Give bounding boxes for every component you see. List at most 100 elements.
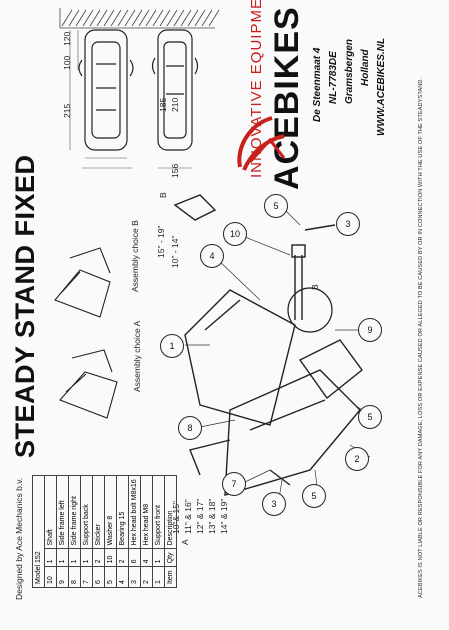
- address-street: De Steenmaat 4: [312, 47, 323, 122]
- hatch-stroke: [152, 9, 164, 27]
- table-header-cell: Qty: [164, 548, 177, 567]
- table-cell: 10: [104, 548, 117, 567]
- hatch-stroke: [187, 9, 199, 27]
- table-cell: Bearing 15: [116, 475, 129, 549]
- dim-215: 215: [62, 103, 72, 118]
- callout-3-bottom: 3: [262, 492, 286, 516]
- dim-120: 120: [62, 31, 72, 46]
- wheel-size-3: 12" & 17": [195, 498, 205, 534]
- top-view-narrow: [151, 29, 199, 151]
- callout-5-top: 5: [264, 194, 288, 218]
- hatch-stroke: [103, 9, 115, 27]
- table-cell: 3: [128, 566, 141, 588]
- size-15-19: 15" - 19": [156, 225, 166, 259]
- hatch-stroke: [75, 9, 87, 27]
- table-cell: 4: [116, 566, 129, 588]
- hatch-stroke: [180, 9, 192, 27]
- table-cell: 1: [80, 548, 93, 567]
- table-cell: Washer 8: [104, 475, 117, 549]
- wall-hatch: [59, 8, 220, 29]
- callout-10: 10: [223, 222, 247, 246]
- assembly-choice-a: Assembly choice A: [132, 320, 142, 392]
- table-cell: 2: [92, 548, 105, 567]
- hatch-stroke: [194, 9, 206, 27]
- dim-100: 100: [62, 55, 72, 70]
- table-cell: 1: [68, 548, 81, 567]
- hatch-stroke: [110, 9, 122, 27]
- hatch-stroke: [82, 9, 94, 27]
- dim-185: 185: [158, 97, 168, 112]
- table-header-cell: Item: [164, 566, 177, 588]
- table-cell: Shaft: [44, 475, 57, 549]
- table-cell: 8: [68, 566, 81, 588]
- address-website: WWW.ACEBIKES.NL: [376, 37, 387, 136]
- hatch-stroke: [159, 9, 171, 27]
- table-cell: 9: [56, 566, 69, 588]
- hatch-stroke: [61, 9, 73, 27]
- callout-5-right: 5: [358, 405, 382, 429]
- table-cell: 4: [140, 548, 153, 567]
- hatch-stroke: [131, 9, 143, 27]
- table-cell: 5: [104, 566, 117, 588]
- wheel-size-2: 11" & 16": [183, 499, 193, 534]
- label-b-detail: B: [158, 192, 168, 198]
- hatch-stroke: [138, 9, 150, 27]
- callout-3-top: 3: [336, 212, 360, 236]
- wheel-size-5: 14" & 19": [219, 498, 229, 534]
- table-cell: 1: [44, 548, 57, 567]
- table-model-row: Model 152: [32, 475, 45, 588]
- table-cell: Hex head M8: [140, 475, 153, 549]
- dimension-lines: [69, 30, 192, 169]
- table-header-cell: Description: [164, 475, 177, 549]
- callout-2: 2: [345, 447, 369, 471]
- hatch-stroke: [124, 9, 136, 27]
- top-view-wide: [78, 29, 134, 151]
- liability-disclaimer: ACEBIKES IS NOT LIABLE OR RESPONSIBLE FO…: [418, 77, 424, 598]
- hatch-stroke: [117, 9, 129, 27]
- callout-9: 9: [358, 318, 382, 342]
- address-city: Gramsbergen: [344, 38, 355, 104]
- designer-credit: Designed by Ace Mechanics b.v.: [14, 477, 24, 600]
- address-country: Holland: [360, 49, 371, 86]
- table-cell: 1: [152, 566, 165, 588]
- table-cell: Support back: [80, 475, 93, 549]
- callout-7: 7: [222, 472, 246, 496]
- hatch-stroke: [208, 9, 220, 27]
- table-cell: 10: [44, 566, 57, 588]
- assembly-sketches: [54, 247, 118, 419]
- table-cell: Support front: [152, 475, 165, 549]
- hatch-stroke: [166, 9, 178, 27]
- hatch-stroke: [173, 9, 185, 27]
- model-number: Model 152: [32, 475, 45, 588]
- callout-1: 1: [160, 334, 184, 358]
- dim-156: 156: [170, 163, 180, 178]
- table-cell: 2: [116, 548, 129, 567]
- table-cell: 1: [56, 548, 69, 567]
- table-cell: 7: [80, 566, 93, 588]
- hatch-stroke: [89, 9, 101, 27]
- document-title: STEADY STAND FIXED: [10, 154, 40, 458]
- wheel-size-list: 10"& 15" 11" & 16" 12" & 17" 13" & 18" 1…: [170, 499, 230, 534]
- table-cell: 2: [140, 566, 153, 588]
- table-cell: Side frame right: [68, 475, 81, 549]
- callout-8: 8: [178, 416, 202, 440]
- address-postcode: NL-7783DE: [328, 51, 339, 104]
- table-cell: Hex head bolt M8x16: [128, 475, 141, 549]
- hatch-stroke: [96, 9, 108, 27]
- wheel-size-4: 13" & 18": [207, 498, 217, 534]
- callout-5-bottom: 5: [302, 484, 326, 508]
- hatch-stroke: [68, 9, 80, 27]
- assembly-choice-b: Assembly choice B: [130, 220, 140, 292]
- label-b-main: B: [310, 284, 320, 290]
- callout-4: 4: [200, 244, 224, 268]
